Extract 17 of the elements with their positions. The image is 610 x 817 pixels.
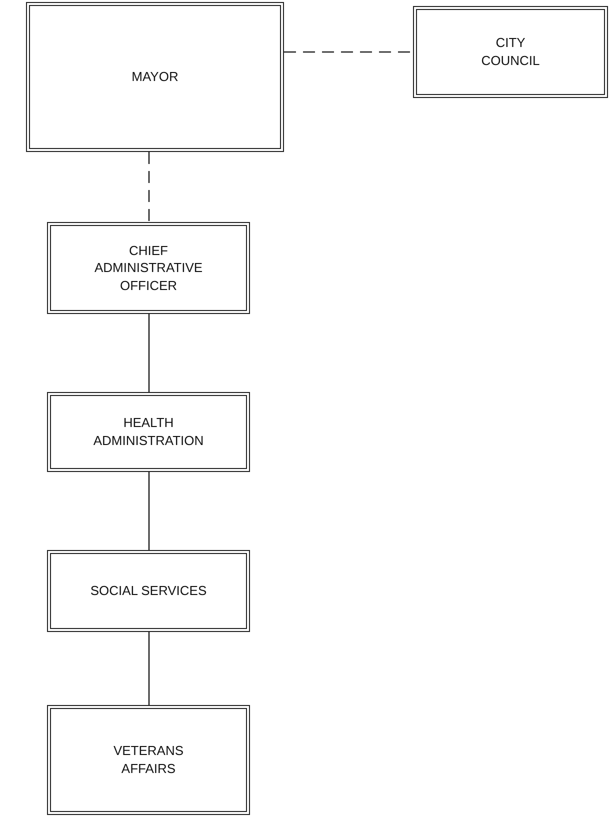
box-label: CHIEF ADMINISTRATIVE OFFICER — [93, 242, 204, 294]
org-box — [47, 222, 250, 314]
connector-line — [148, 632, 150, 705]
box-label: VETERANS AFFAIRS — [112, 742, 185, 778]
connector-line — [148, 152, 150, 222]
connector-line — [148, 314, 150, 392]
org-box — [26, 2, 284, 152]
org-box — [47, 550, 250, 632]
box-label: HEALTH ADMINISTRATION — [92, 414, 205, 450]
box-label: CITY COUNCIL — [480, 34, 541, 70]
box-label: MAYOR — [130, 68, 180, 86]
org-box — [47, 705, 250, 815]
org-box — [413, 6, 608, 98]
org-box — [47, 392, 250, 472]
box-label: SOCIAL SERVICES — [89, 582, 208, 600]
connector-line — [284, 51, 413, 53]
connector-line — [148, 472, 150, 550]
